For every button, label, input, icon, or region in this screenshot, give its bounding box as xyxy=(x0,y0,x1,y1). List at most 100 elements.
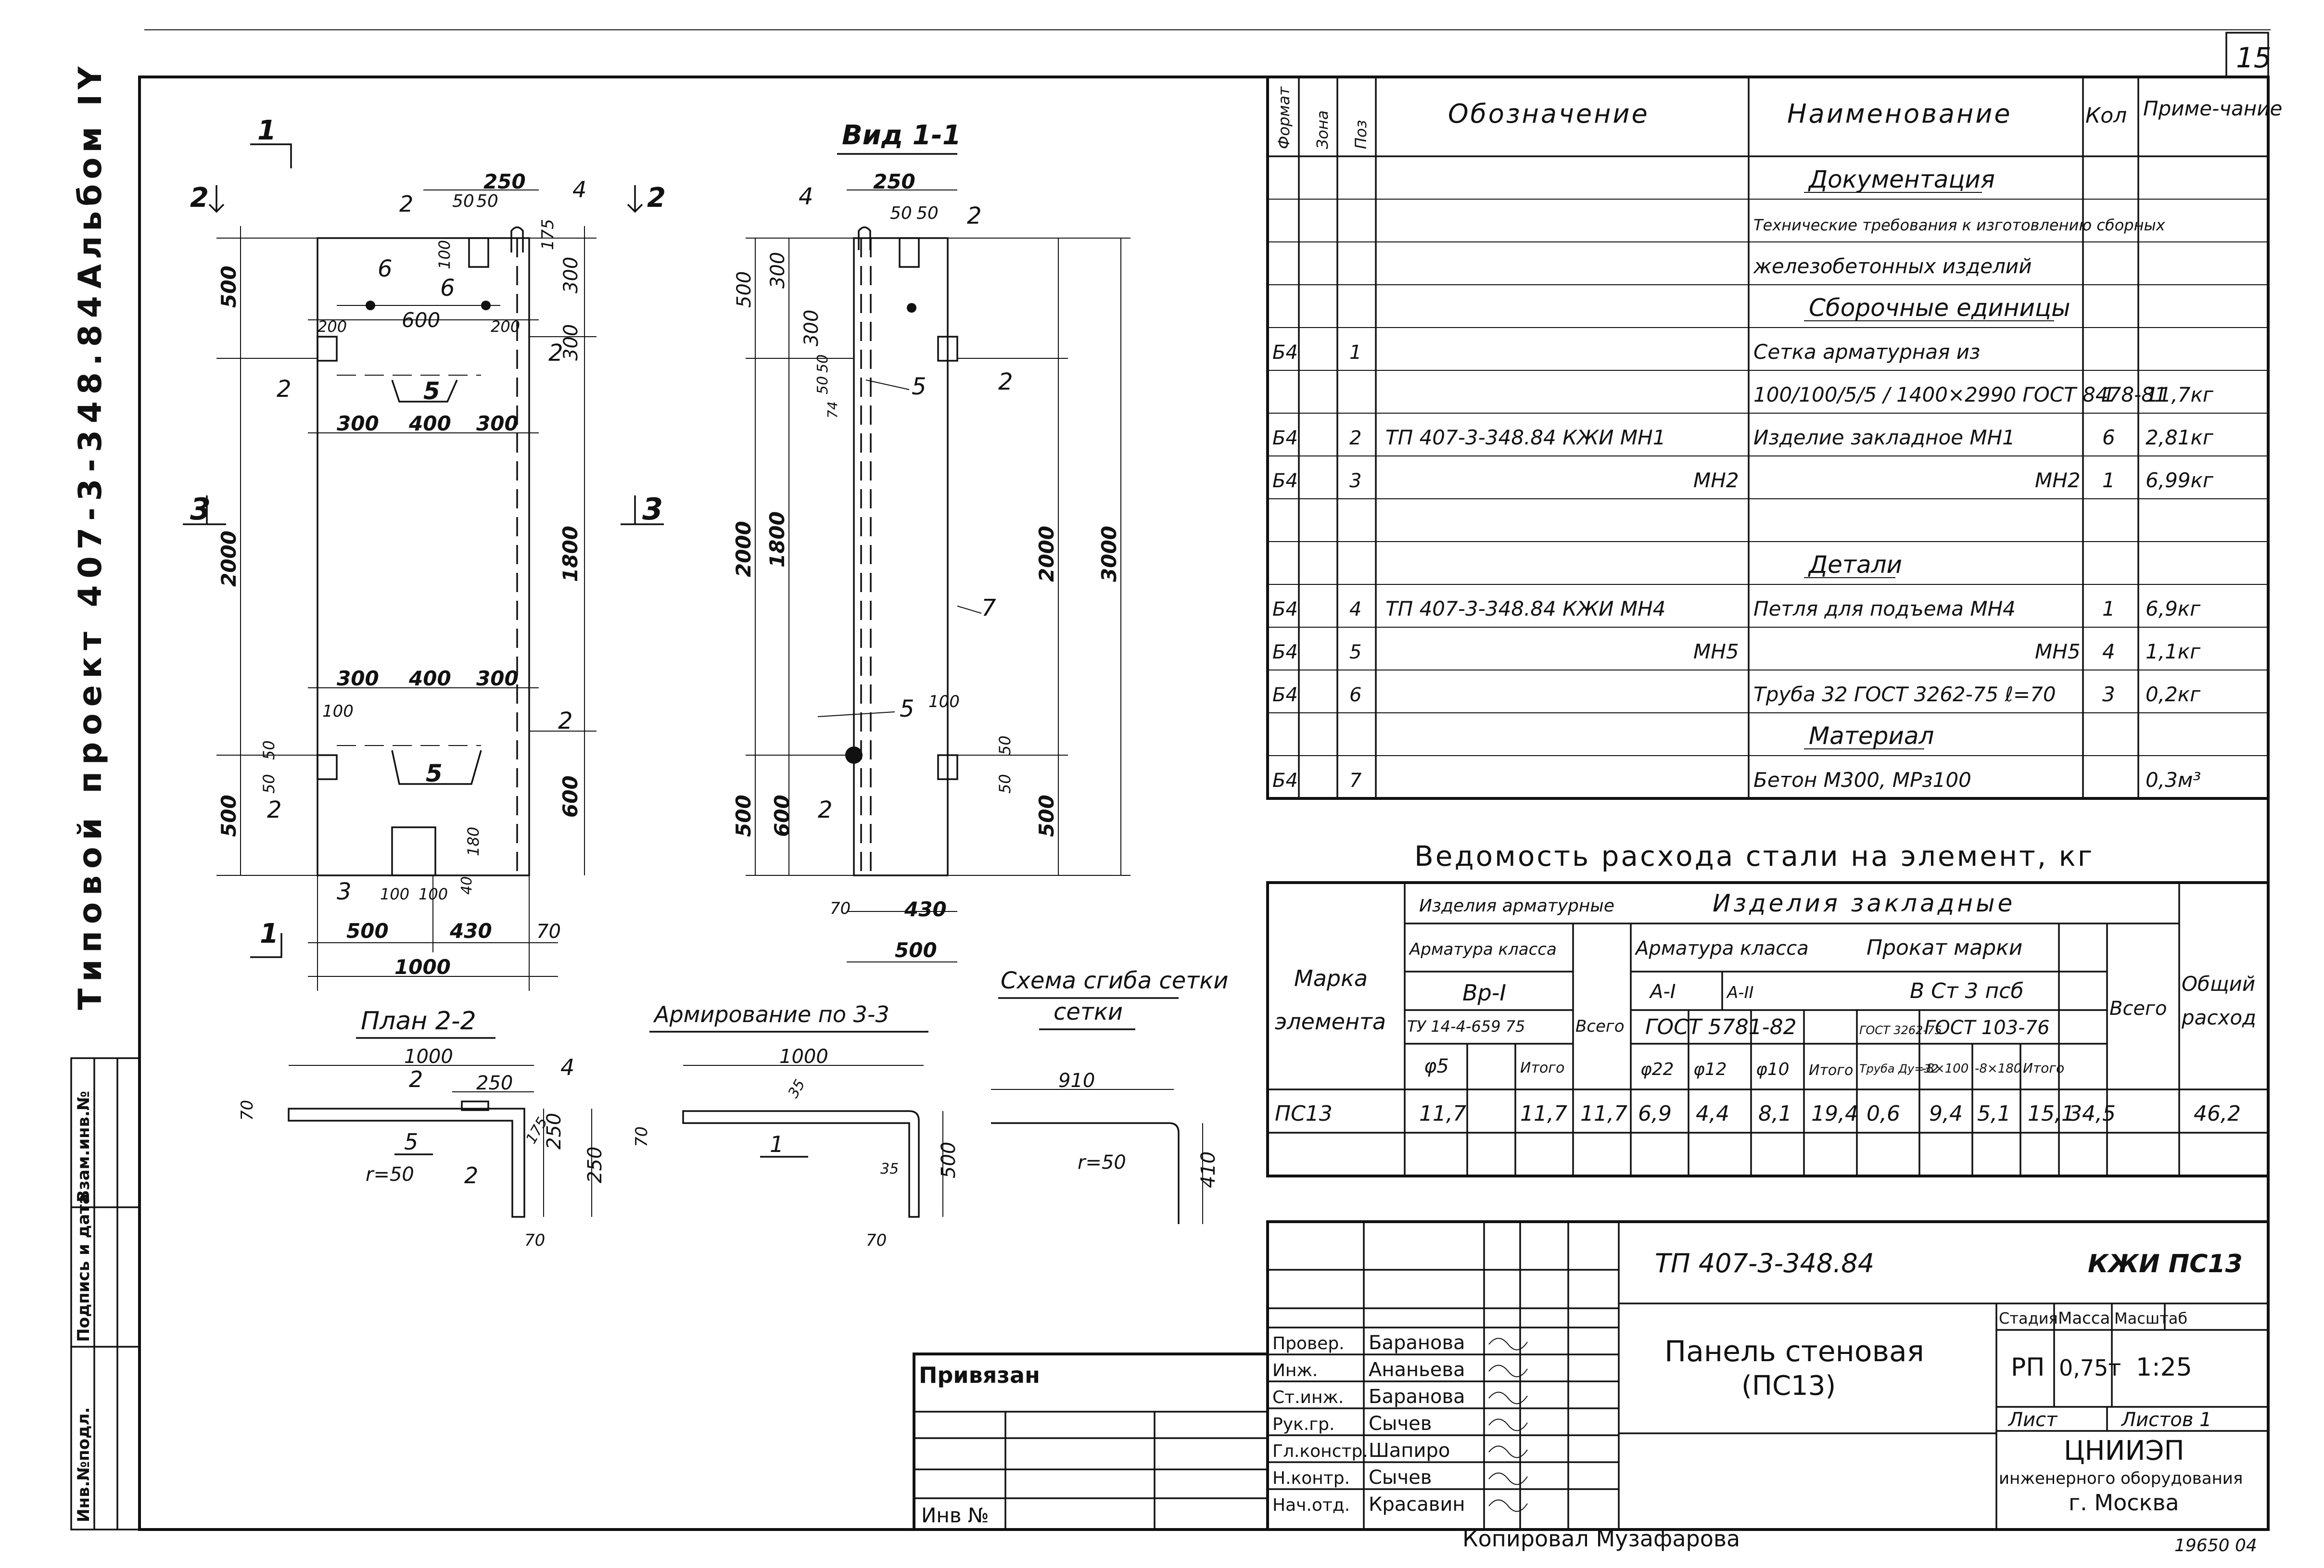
sig-person: Баранова xyxy=(1369,1386,1465,1408)
dim: 300 xyxy=(476,412,519,435)
steel-cell: 4,4 xyxy=(1696,1101,1729,1126)
callout: 2 xyxy=(818,797,833,823)
spec-pos: 5 xyxy=(1349,641,1361,663)
steel-h-mark: Марка xyxy=(1294,965,1368,991)
dim: 180 xyxy=(464,827,483,856)
spec-qty: 6 xyxy=(2102,426,2115,449)
bend-title: Схема сгиба сетки xyxy=(1001,967,1228,994)
dim: 50 xyxy=(476,191,498,211)
dim: 250 xyxy=(543,1113,565,1150)
dim: 300 xyxy=(767,252,789,289)
spec-h-note: Приме-чание xyxy=(2143,97,2282,120)
spec-name: железобетонных изделий xyxy=(1753,254,2032,278)
steel-cell: 5,1 xyxy=(1977,1101,2011,1126)
steel-h-prokat: Прокат марки xyxy=(1867,936,2022,960)
callout: 5 xyxy=(426,759,443,787)
steel-h-itogo-3: Итого xyxy=(2023,1060,2064,1076)
tb-org-1: ЦНИИЭП xyxy=(2064,1435,2184,1467)
spec-note: 0,3м³ xyxy=(2146,768,2201,792)
reinf-title: Армирование по 3-3 xyxy=(653,1001,889,1027)
spec-name: Технические требования к изготовлению сб… xyxy=(1753,216,2166,234)
spec-pos: 7 xyxy=(1349,770,1362,792)
spec-qty: 1 xyxy=(2102,383,2115,406)
dim: 70 xyxy=(866,1231,887,1250)
dim: 1800 xyxy=(765,511,789,568)
dim: 500 xyxy=(1035,795,1058,837)
side-col-sign: Подпись и дата xyxy=(74,1193,93,1342)
callout: 6 xyxy=(378,255,393,282)
dim: 70 xyxy=(632,1126,651,1147)
signature-scribble xyxy=(1488,1365,1528,1378)
callout: 3 xyxy=(337,878,352,905)
bend-title-2: сетки xyxy=(1054,999,1123,1025)
dim: 200 xyxy=(317,317,347,336)
tb-scale: 1:25 xyxy=(2136,1353,2192,1382)
dim: 300 xyxy=(476,667,519,690)
footer-code: 19650 04 xyxy=(2174,1536,2257,1555)
sig-role: Рук.гр. xyxy=(1272,1415,1334,1434)
dim: 600 xyxy=(770,795,794,837)
steel-h-embed-total: Всего xyxy=(2109,998,2167,1020)
tb-mark: КЖИ ПС13 xyxy=(2088,1250,2243,1278)
spec-h-format: Формат xyxy=(1275,86,1293,149)
side-col-replace: Взам.инв.№ xyxy=(74,1091,93,1202)
steel-h-a2: A-II xyxy=(1726,983,1754,1002)
dim: 50 xyxy=(260,740,278,760)
callout: 2 xyxy=(277,376,292,403)
spec-pos: 6 xyxy=(1349,684,1361,706)
spec-name: Детали xyxy=(1808,551,1902,579)
dim: 2000 xyxy=(1035,526,1058,582)
steel-h-pipe: Труба Ду=32 xyxy=(1859,1062,1939,1075)
dim: 500 xyxy=(732,795,755,837)
dim: 100 xyxy=(928,692,960,711)
spec-qty: 4 xyxy=(2102,640,2115,663)
dim: 175 xyxy=(538,219,558,250)
steel-cell: 11,7 xyxy=(1580,1101,1627,1126)
dim: 500 xyxy=(217,795,241,837)
spec-name: МН5 xyxy=(2035,640,2081,663)
spec-format: Б4 xyxy=(1272,684,1298,706)
spec-name: Сетка арматурная из xyxy=(1753,340,1980,364)
signature-scribble xyxy=(1488,1445,1528,1458)
signature-scribble xyxy=(1488,1418,1528,1431)
tb-name-1: Панель стеновая xyxy=(1664,1335,1924,1368)
dim: r=50 xyxy=(1078,1151,1126,1174)
sig-person: Баранова xyxy=(1369,1332,1465,1354)
spec-note: 6,99кг xyxy=(2146,468,2214,492)
dim: 250 xyxy=(873,170,915,193)
sig-person: Сычев xyxy=(1369,1467,1432,1489)
spec-name: Петля для подъема МН4 xyxy=(1753,597,2016,620)
side-label: Типовой проект 407-3-348.84 Альбом IY xyxy=(72,62,109,1010)
dim: 430 xyxy=(904,898,947,921)
spec-name: 100/100/5/5 / 1400×2990 ГОСТ 8478-81 xyxy=(1753,383,2167,406)
dim: 100 xyxy=(435,240,454,269)
dim: 300 xyxy=(337,667,379,690)
callout: 1 xyxy=(770,1131,784,1157)
dim: 50 xyxy=(890,203,912,223)
steel-cell: 6,9 xyxy=(1638,1101,1672,1126)
steel-h-gost3262: ГОСТ 3262-75 xyxy=(1859,1024,1942,1037)
steel-cell: ПС13 xyxy=(1275,1101,1333,1126)
dim: r=50 xyxy=(366,1163,414,1186)
tb-org-3: г. Москва xyxy=(2069,1490,2179,1516)
callout: 2 xyxy=(548,340,563,367)
tb-stage: РП xyxy=(2011,1353,2045,1382)
dim: 50 xyxy=(814,376,831,394)
spec-format: Б4 xyxy=(1272,427,1298,449)
steel-h-vr: Вр-I xyxy=(1462,980,1506,1006)
dim: 400 xyxy=(408,412,451,435)
tb-h-mass: Масса xyxy=(2058,1309,2110,1328)
steel-h-gost5781: ГОСТ 5781-82 xyxy=(1645,1015,1797,1039)
spec-qty: 1 xyxy=(2102,468,2115,492)
spec-note: 11,7кг xyxy=(2146,383,2214,406)
bend-scheme-view: Схема сгиба сетки сетки 910 r=50 410 xyxy=(991,967,1228,1224)
section-mark-3-right: 3 xyxy=(642,492,663,527)
dim: 500 xyxy=(938,1142,960,1178)
signature-scribble xyxy=(1488,1391,1528,1404)
dim: 250 xyxy=(476,1072,513,1094)
section-mark-1-top: 1 xyxy=(257,115,276,146)
spec-name: Изделие закладное МН1 xyxy=(1753,426,2015,449)
callout: 2 xyxy=(464,1163,478,1189)
tb-name-2: (ПС13) xyxy=(1741,1370,1836,1402)
